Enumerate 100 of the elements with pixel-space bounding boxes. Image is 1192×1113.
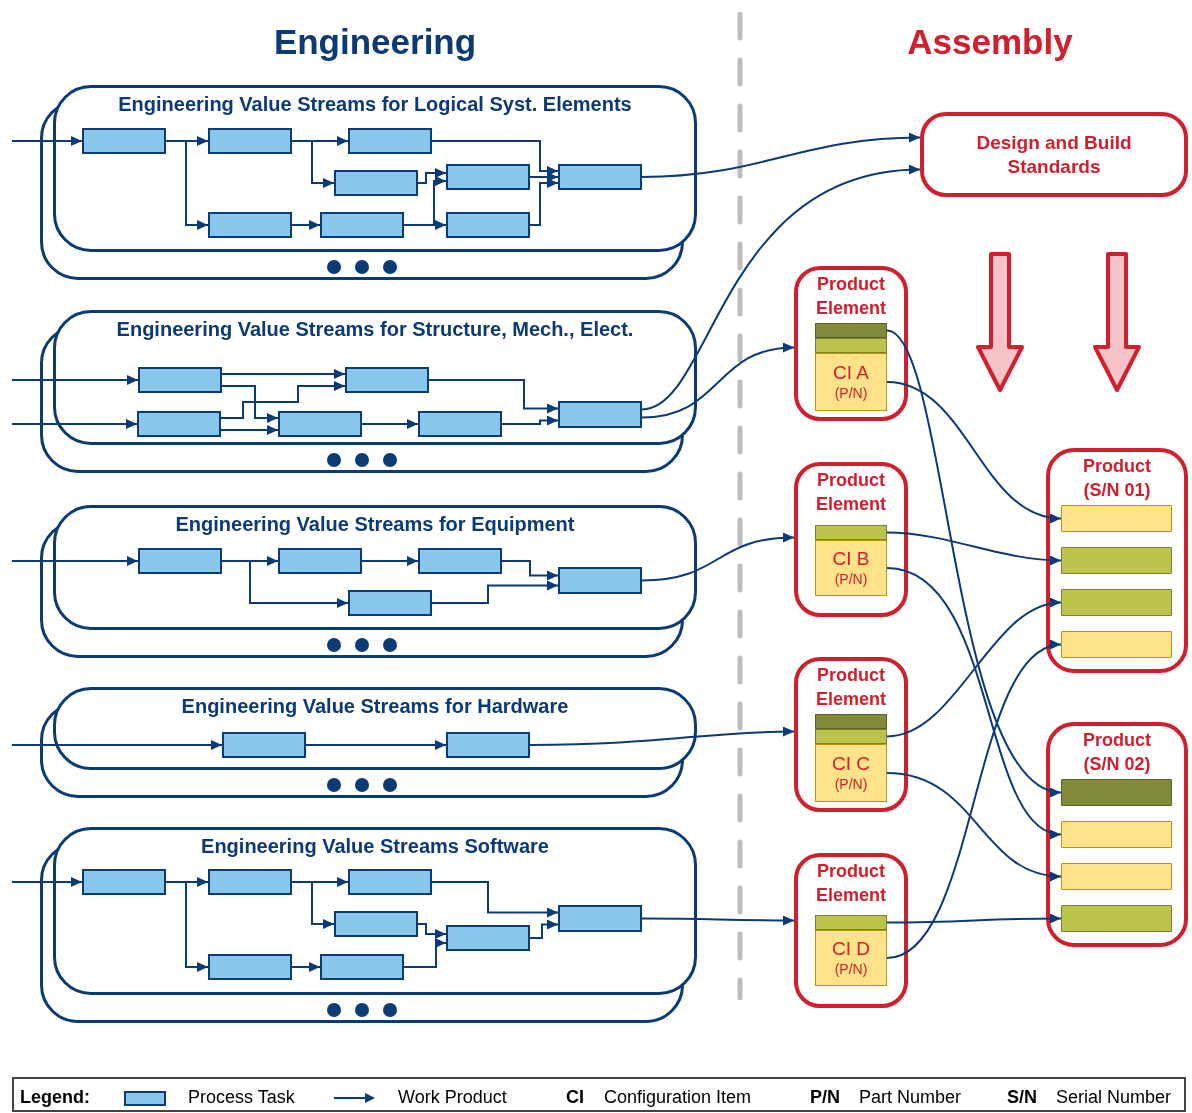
legend-title: Legend: [20, 1086, 90, 1108]
configuration-item-card [815, 930, 887, 986]
arrow [11, 375, 139, 385]
value-stream-panel [53, 85, 697, 252]
process-task-box [208, 869, 292, 895]
panel-title: Engineering Value Streams for Logical Syst. Elements [118, 92, 632, 116]
arrow [291, 962, 321, 972]
definition-text: Part Number [859, 1086, 962, 1108]
arrow [11, 877, 83, 887]
part-number-label: (P/N) [834, 384, 868, 402]
arrow [417, 168, 447, 184]
product-element-box [794, 266, 908, 421]
process-task-box [345, 367, 429, 393]
arrow [529, 919, 559, 939]
process-task-box [208, 128, 292, 154]
arrow [529, 172, 559, 182]
arrow [886, 642, 1062, 959]
arrow [165, 881, 209, 972]
box-label: Product Element [815, 860, 887, 907]
process-task-box [278, 548, 362, 574]
product-element-box [794, 462, 908, 617]
column-heading: Assembly [907, 21, 1073, 63]
part-slot-bar [1061, 779, 1172, 806]
panel-title: Engineering Value Streams for Equipment [175, 512, 575, 536]
arrow [221, 369, 346, 379]
process-task-box [558, 567, 642, 594]
arrow [431, 580, 559, 604]
item-label: CI B [832, 548, 870, 570]
arrow [361, 419, 419, 429]
product-element-box [794, 853, 908, 1008]
arrow [291, 881, 335, 929]
arrow [221, 560, 349, 608]
stacked-item-card [815, 323, 887, 338]
item-label: CI C [832, 753, 870, 775]
part-number-label: (P/N) [834, 570, 868, 588]
arrow [11, 556, 139, 566]
process-task-box [82, 128, 166, 154]
arrow [431, 881, 559, 918]
stacked-item-card [815, 915, 887, 930]
product-box [1046, 722, 1188, 947]
arrow [165, 140, 209, 230]
process-task-box [418, 548, 502, 574]
definition-text: Configuration Item [604, 1086, 752, 1108]
arrow [529, 726, 795, 746]
standards-box [920, 112, 1188, 197]
product-element-box [794, 657, 908, 812]
process-task-box [222, 732, 306, 758]
arrow [220, 381, 346, 419]
arrow [11, 136, 83, 146]
stacked-item-card [815, 729, 887, 744]
arrow [501, 560, 559, 581]
stacked-item-card [815, 525, 887, 540]
arrow [886, 772, 1062, 881]
arrow [529, 178, 559, 226]
value-stream-panel [53, 505, 697, 630]
arrow [291, 140, 335, 188]
process-task-box [334, 170, 418, 196]
process-task-box [320, 954, 404, 980]
box-label: Product Element [815, 469, 887, 516]
part-slot-bar [1061, 589, 1172, 616]
arrow [417, 923, 447, 939]
stacked-item-card [815, 714, 887, 729]
process-task-box [418, 411, 502, 437]
arrow [886, 599, 1062, 738]
part-slot-bar [1061, 905, 1172, 932]
process-task-box [348, 590, 432, 616]
item-label: CI D [832, 938, 870, 960]
legend-label: Work Product [398, 1086, 507, 1108]
process-task-box [208, 212, 292, 238]
process-task-box [446, 164, 530, 190]
process-task-box [446, 732, 530, 758]
box-label: Product Element [815, 664, 887, 711]
configuration-item-card [815, 744, 887, 802]
panel-title: Engineering Value Streams Software [201, 834, 549, 858]
part-slot-bar [1061, 505, 1172, 532]
configuration-item-card [815, 353, 887, 411]
arrow [291, 220, 321, 230]
part-slot-bar [1061, 547, 1172, 574]
arrow [431, 140, 559, 176]
process-task-box [208, 954, 292, 980]
part-number-label: (P/N) [834, 775, 868, 793]
process-task-box [558, 401, 642, 428]
stacked-item-card [815, 338, 887, 353]
arrow [221, 385, 279, 423]
value-stream-panel [53, 310, 697, 445]
process-task-box [320, 212, 404, 238]
arrow [403, 938, 447, 968]
process-task-box [558, 905, 642, 932]
process-task-box [137, 411, 221, 437]
abbreviation: S/N [1007, 1086, 1037, 1108]
process-task-box [278, 411, 362, 437]
arrow [886, 913, 1062, 924]
arrow [886, 381, 1062, 522]
arrow [428, 379, 559, 414]
arrow [361, 556, 419, 566]
legend-label: Process Task [188, 1086, 295, 1108]
arrow [305, 740, 447, 750]
box-label: Product Element [815, 273, 887, 320]
arrow [641, 915, 795, 926]
abbreviation: CI [566, 1086, 584, 1108]
